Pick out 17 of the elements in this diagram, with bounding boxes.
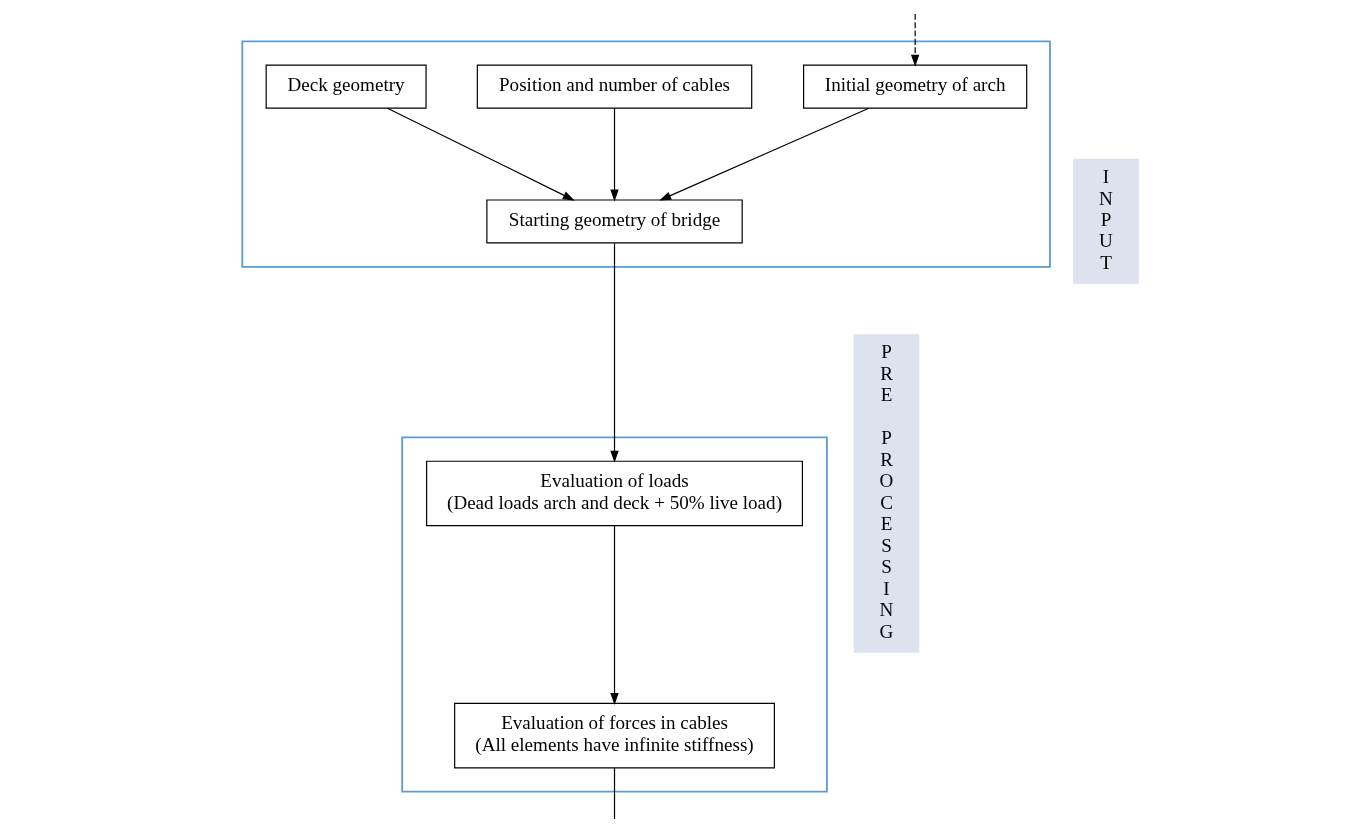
- arrow: [386, 107, 575, 201]
- node-box: Starting geometry of bridge: [486, 199, 743, 244]
- arrow: [610, 242, 619, 463]
- node-box: Position and number of cables: [476, 64, 753, 109]
- node-box: Deck geometry: [265, 64, 427, 109]
- arrow: [610, 107, 619, 202]
- node-box: INPUT: [1073, 158, 1139, 285]
- arrow: [659, 107, 870, 201]
- node-box: Initial geometry of arch: [803, 64, 1028, 109]
- arrow: [910, 13, 920, 67]
- arrow: [610, 525, 619, 705]
- node-box: Evaluation of forces in cables (All elements have infinite stiffness): [454, 702, 775, 769]
- cluster: [241, 40, 1051, 268]
- node-box: PRE PROCESSING: [853, 334, 920, 653]
- node-box: Evaluation of loads (Dead loads arch and deck + 50% live load): [426, 460, 803, 527]
- connector: [613, 767, 616, 820]
- cluster: [401, 436, 828, 793]
